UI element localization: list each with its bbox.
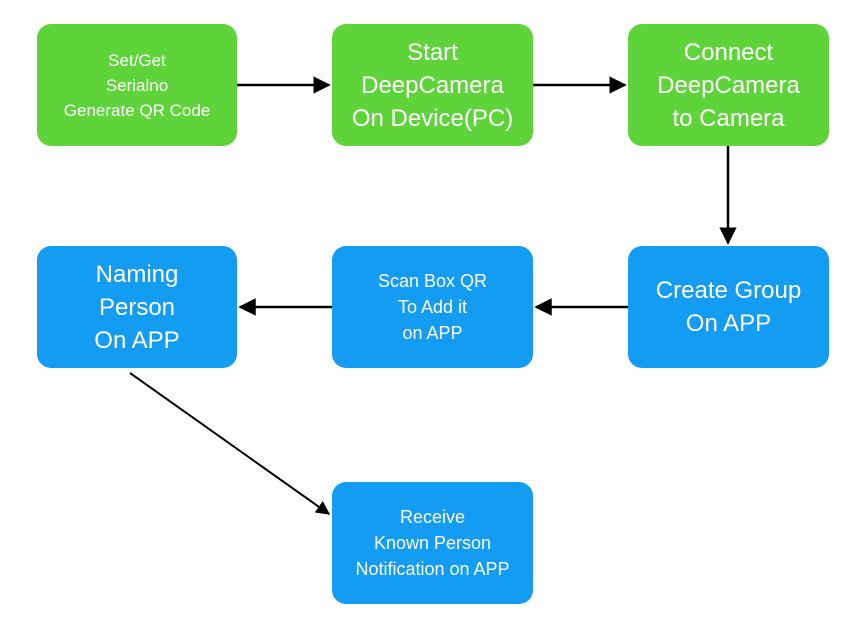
node-scan-line-1: Scan Box QR bbox=[377, 271, 488, 291]
node-naming-line-2: Person bbox=[98, 293, 176, 321]
node-scan-line-3: on APP bbox=[402, 323, 463, 343]
node-connect-deepcamera: Connect DeepCamera to Camera bbox=[628, 24, 829, 146]
node-receive-line-2: Known Person bbox=[373, 533, 492, 553]
node-create-group: Create Group On APP bbox=[628, 246, 829, 368]
node-naming-line-3: On APP bbox=[94, 326, 180, 354]
node-group-line-2: On APP bbox=[685, 310, 772, 337]
node-scan-box-qr: Scan Box QR To Add it on APP bbox=[332, 246, 533, 368]
node-connect-line-3: to Camera bbox=[672, 104, 785, 132]
arrow-naming-to-receive bbox=[129, 372, 331, 515]
node-serial-line-2: Serialno bbox=[105, 75, 169, 95]
node-start-deepcamera: Start DeepCamera On Device(PC) bbox=[332, 24, 533, 146]
node-start-line-1: Start bbox=[407, 38, 458, 66]
node-scan-line-2: To Add it bbox=[397, 297, 468, 317]
node-serial-line-3: Generate QR Code bbox=[63, 100, 211, 120]
node-start-line-3: On Device(PC) bbox=[351, 104, 514, 132]
node-group-line-1: Create Group bbox=[655, 277, 802, 304]
node-receive-line-1: Receive bbox=[399, 507, 466, 527]
node-naming-person: Naming Person On APP bbox=[37, 246, 237, 368]
node-set-get-serialno: Set/Get Serialno Generate QR Code bbox=[37, 24, 237, 146]
node-receive-line-3: Notification on APP bbox=[355, 559, 510, 579]
node-naming-line-1: Naming bbox=[95, 260, 179, 288]
node-connect-line-1: Connect bbox=[683, 38, 774, 66]
node-start-line-2: DeepCamera bbox=[361, 71, 504, 99]
node-serial-line-1: Set/Get bbox=[108, 50, 166, 70]
node-connect-line-2: DeepCamera bbox=[657, 71, 800, 99]
node-receive-notification: Receive Known Person Notification on APP bbox=[332, 482, 533, 604]
